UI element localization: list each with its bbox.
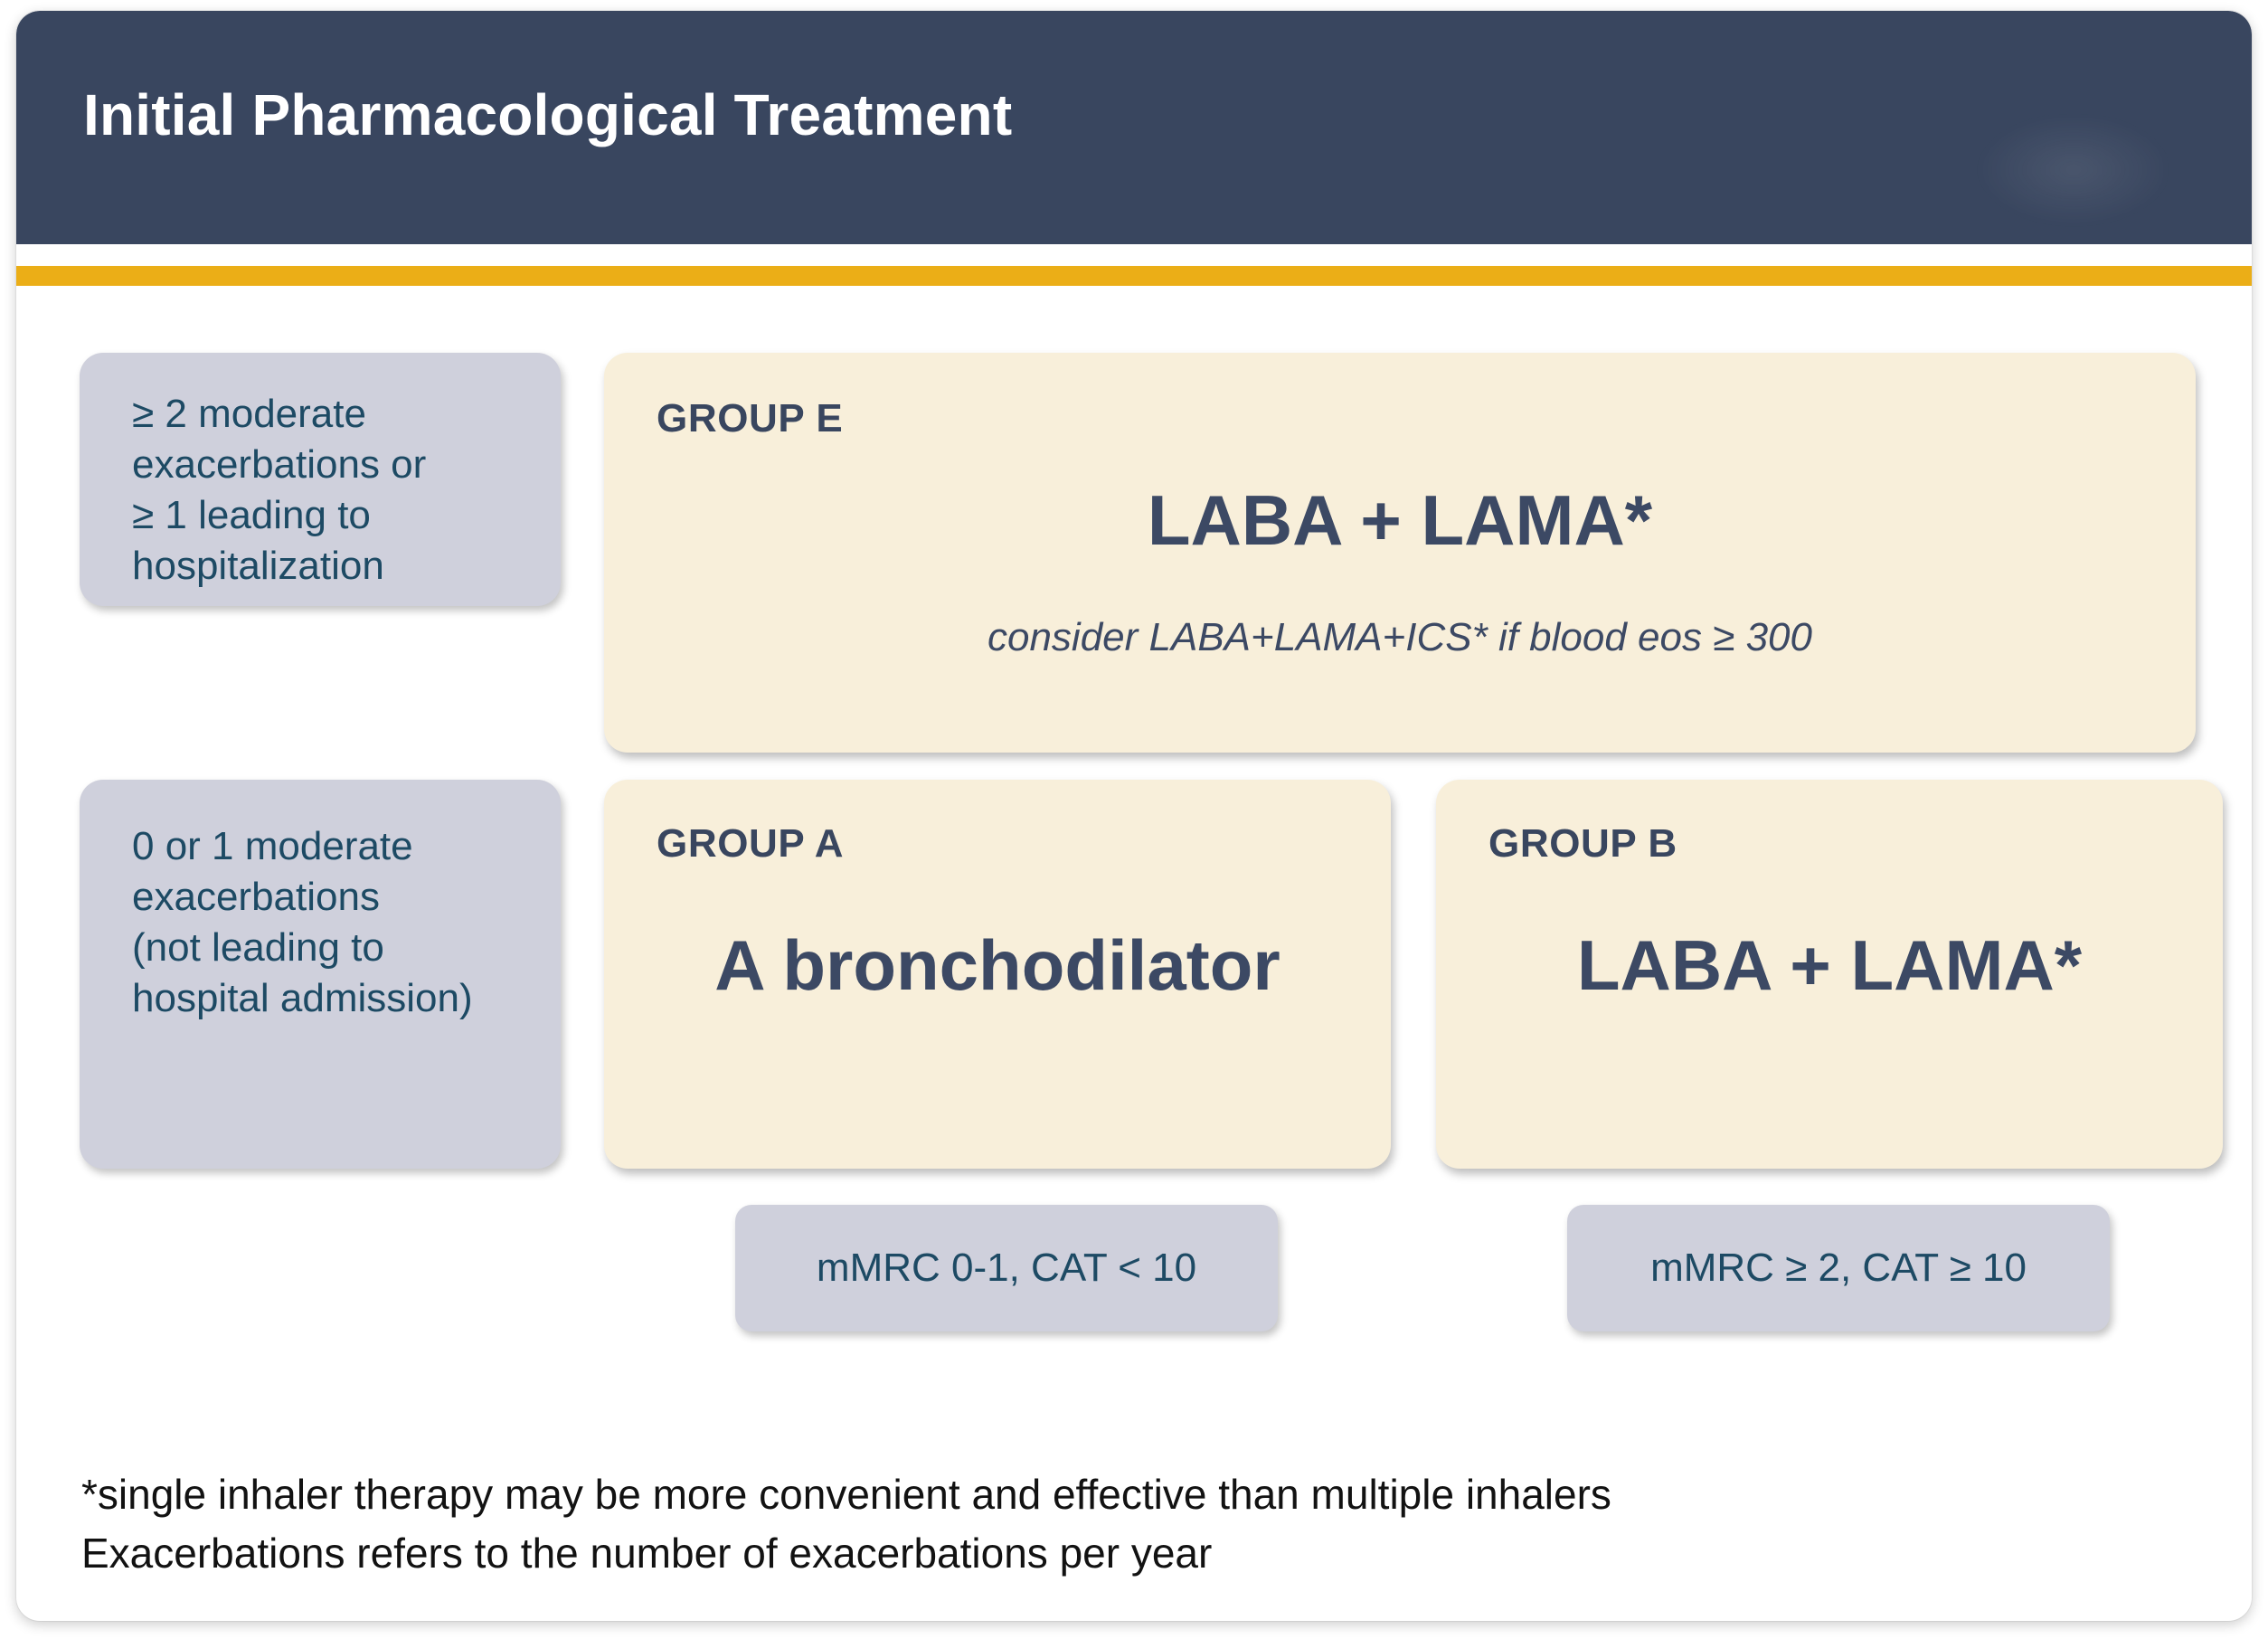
group-e-label: GROUP E — [657, 396, 844, 441]
card-header: Initial Pharmacological Treatment — [16, 11, 2252, 244]
criteria-line: hospital admission) — [132, 975, 473, 1020]
treatment-card: Initial Pharmacological Treatment ≥ 2 mo… — [16, 11, 2252, 1621]
group-b-treatment: LABA + LAMA* — [1576, 925, 2083, 1005]
criteria-text-high: ≥ 2 moderate exacerbations or ≥ 1 leadin… — [132, 389, 541, 592]
group-e-card: GROUP E LABA + LAMA* consider LABA+LAMA+… — [604, 353, 2196, 753]
group-b-card: GROUP B LABA + LAMA* — [1436, 780, 2223, 1169]
criteria-line: exacerbations — [132, 874, 380, 919]
exacerbation-criteria-low: 0 or 1 moderate exacerbations (not leadi… — [80, 780, 561, 1169]
symptom-pill-group-b-label: mMRC ≥ 2, CAT ≥ 10 — [1650, 1246, 2027, 1290]
group-a-card: GROUP A A bronchodilator — [604, 780, 1391, 1169]
criteria-text-low: 0 or 1 moderate exacerbations (not leadi… — [132, 821, 541, 1024]
group-e-note: consider LABA+LAMA+ICS* if blood eos ≥ 3… — [987, 615, 1812, 659]
footnotes: *single inhaler therapy may be more conv… — [81, 1465, 2071, 1584]
group-b-label: GROUP B — [1488, 821, 1677, 866]
footnote-line-1: *single inhaler therapy may be more conv… — [81, 1471, 1611, 1518]
criteria-line: ≥ 1 leading to — [132, 492, 371, 537]
symptom-pill-group-b: mMRC ≥ 2, CAT ≥ 10 — [1567, 1205, 2110, 1331]
group-a-label: GROUP A — [657, 821, 845, 866]
criteria-line: (not leading to — [132, 924, 384, 970]
criteria-line: ≥ 2 moderate — [132, 392, 366, 436]
group-a-treatment: A bronchodilator — [714, 925, 1280, 1005]
page-title: Initial Pharmacological Treatment — [83, 82, 1013, 147]
criteria-line: 0 or 1 moderate — [132, 824, 413, 868]
exacerbation-criteria-high: ≥ 2 moderate exacerbations or ≥ 1 leadin… — [80, 353, 561, 606]
group-e-treatment: LABA + LAMA* — [1147, 480, 1653, 560]
footnote-line-2: Exacerbations refers to the number of ex… — [81, 1530, 1213, 1577]
criteria-line: hospitalization — [132, 543, 384, 588]
criteria-line: exacerbations or — [132, 441, 427, 487]
symptom-pill-group-a-label: mMRC 0-1, CAT < 10 — [816, 1246, 1197, 1290]
logo-watermark-icon — [1975, 118, 2165, 226]
symptom-pill-group-a: mMRC 0-1, CAT < 10 — [735, 1205, 1278, 1331]
gold-divider — [16, 266, 2252, 286]
